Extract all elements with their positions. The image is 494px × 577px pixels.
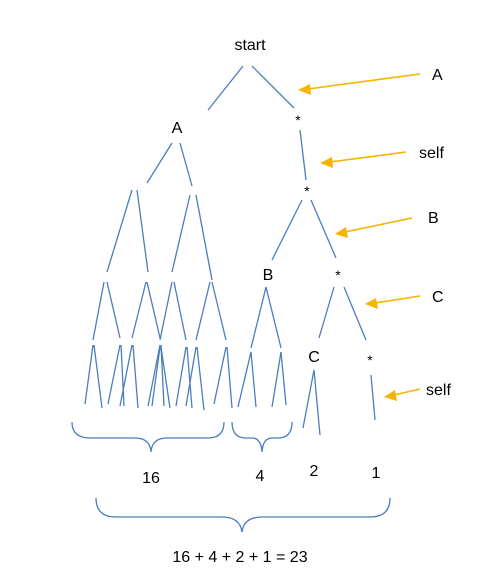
edge-start-star1 [251, 65, 295, 109]
arrowhead-self-2 [384, 390, 397, 401]
edge-a-13 [195, 281, 211, 341]
annotation-c: C [432, 289, 444, 306]
brace-a-subtree [71, 421, 225, 453]
brace-b-subtree [231, 421, 293, 453]
edge-a-24 [160, 346, 171, 409]
edge-a-28 [196, 346, 205, 411]
edge-a-14 [211, 281, 227, 341]
annotation-self-1: self [419, 145, 444, 162]
tree-edges [84, 65, 376, 436]
brace-total [95, 497, 391, 533]
node-start: start [234, 37, 266, 54]
edge-star4-leaf [370, 374, 376, 421]
node-star-2: * [304, 183, 310, 199]
arrow-b [344, 217, 413, 233]
edge-b-4 [250, 351, 257, 408]
arrow-self-2 [393, 388, 421, 396]
count-c-subtree: 2 [310, 463, 319, 480]
annotation-a: A [432, 67, 443, 84]
arrow-self-1 [329, 151, 407, 163]
arrowhead-c [365, 298, 378, 309]
edge-a-23 [151, 346, 161, 407]
edge-star3-star4 [343, 286, 367, 341]
arrowhead-b [335, 227, 348, 238]
edge-a-5 [171, 194, 191, 273]
edge-b-1 [250, 286, 267, 349]
edge-a-10 [146, 281, 161, 339]
edge-b-2 [265, 286, 282, 349]
edge-a-20 [132, 344, 139, 409]
edge-b-3 [237, 351, 252, 408]
edge-star1-star2 [299, 129, 307, 181]
edge-a-2 [179, 142, 193, 187]
edge-start-a [207, 65, 244, 111]
edge-a-30 [226, 346, 233, 409]
edge-a-27 [185, 346, 197, 407]
node-star-3: * [335, 267, 341, 283]
arrowhead-self-1 [320, 157, 333, 168]
total-equation: 16 + 4 + 2 + 1 = 23 [172, 549, 307, 566]
edge-a-25 [175, 346, 187, 407]
edge-b-5 [271, 351, 282, 408]
edge-star2-star3 [310, 199, 337, 259]
edge-a-15 [84, 344, 94, 405]
edge-a-12 [173, 281, 187, 341]
edge-a-6 [195, 194, 213, 281]
annotation-arrows [298, 73, 421, 401]
edge-star2-b [271, 199, 303, 261]
edge-a-22 [160, 344, 165, 407]
node-a: A [172, 120, 183, 137]
node-star-4: * [367, 352, 373, 368]
edge-a-26 [186, 346, 193, 409]
annotation-self-2: self [426, 382, 451, 399]
edge-star3-c [318, 286, 335, 339]
count-self: 1 [372, 465, 381, 482]
node-b: B [263, 267, 274, 284]
edge-c-leaf-b [313, 369, 321, 436]
edge-a-18 [120, 344, 125, 407]
edge-a-1 [146, 142, 173, 184]
edge-a-4 [136, 189, 149, 273]
edge-b-6 [280, 351, 287, 406]
edge-a-8 [106, 281, 121, 339]
edge-a-7 [92, 281, 105, 341]
node-star-1: * [295, 112, 301, 128]
edge-c-leaf-a [302, 369, 315, 429]
edge-a-29 [213, 346, 227, 405]
arrow-c [374, 295, 421, 304]
edge-a-17 [107, 344, 121, 405]
annotation-b: B [428, 210, 439, 227]
edge-a-19 [119, 344, 133, 407]
edge-a-21 [147, 344, 161, 407]
edge-a-11 [159, 281, 173, 341]
edge-a-3 [106, 189, 133, 273]
edge-a-9 [131, 281, 147, 339]
edge-a-16 [93, 344, 103, 409]
count-a-subtree: 16 [142, 470, 160, 487]
arrow-a [307, 73, 421, 90]
arrowhead-a [298, 84, 311, 95]
count-b-subtree: 4 [256, 468, 265, 485]
node-c: C [308, 349, 320, 366]
